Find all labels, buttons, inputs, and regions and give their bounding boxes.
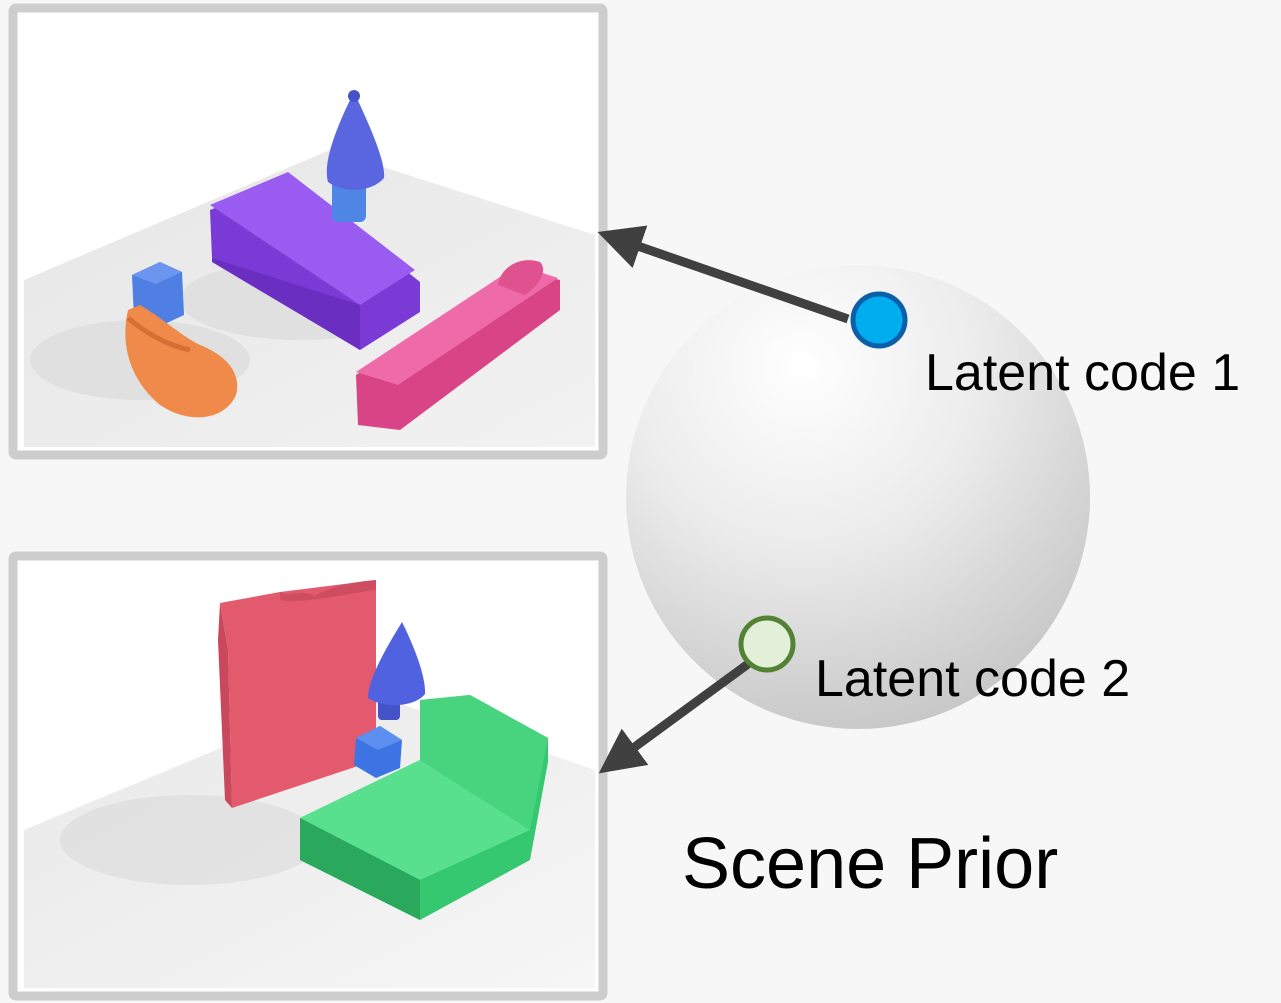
latent-code-1-marker <box>850 291 908 349</box>
scene-render-2 <box>8 551 608 1001</box>
arrow-to-scene-1 <box>597 225 850 324</box>
box-object <box>354 726 402 778</box>
sofa-object <box>356 260 560 430</box>
lamp-object <box>368 622 426 720</box>
scene-render-1 <box>8 3 608 460</box>
latent-code-2-marker <box>738 615 796 673</box>
lamp-object <box>326 90 385 222</box>
shadow <box>60 795 320 885</box>
arrow-to-scene-2 <box>598 660 751 774</box>
chair-object <box>125 305 238 418</box>
latent-code-1-label: Latent code 1 <box>925 344 1240 402</box>
bed-object <box>210 172 420 350</box>
scene-prior-title: Scene Prior <box>682 824 1058 904</box>
scene-prior-sphere <box>626 265 1090 729</box>
latent-code-2-label: Latent code 2 <box>815 650 1130 708</box>
sofa-object <box>300 695 548 920</box>
wardrobe-object <box>218 580 376 808</box>
